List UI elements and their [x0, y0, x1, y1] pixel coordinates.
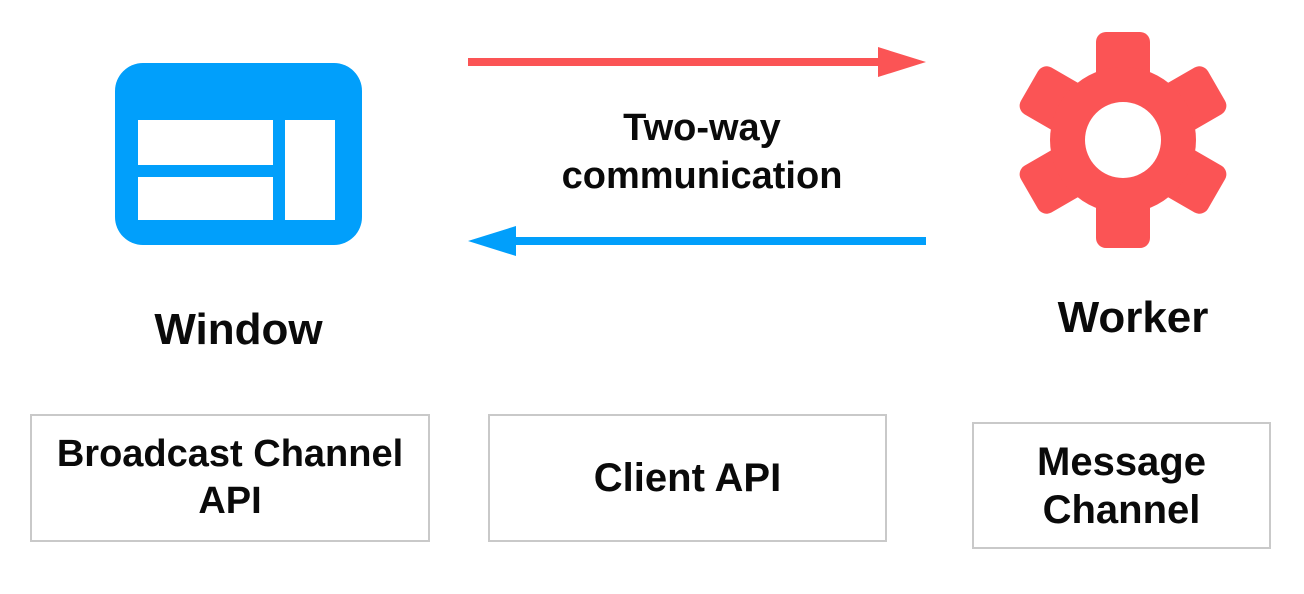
communication-label: Two-way communication: [561, 107, 843, 197]
broadcast-channel-api-box: Broadcast Channel API: [30, 414, 430, 542]
message-channel-label: Message Channel: [1037, 439, 1206, 532]
window-sidebar-block: [285, 120, 335, 220]
client-api-box: Client API: [488, 414, 887, 542]
browser-window-icon: [115, 63, 362, 245]
client-api-label: Client API: [593, 456, 782, 500]
worker-label: Worker: [1057, 293, 1209, 342]
message-channel-box: Message Channel: [972, 422, 1271, 549]
right-arrow-icon: [468, 47, 926, 77]
broadcast-channel-api-label: Broadcast Channel API: [56, 433, 404, 522]
gear-center-hole: [1085, 102, 1161, 178]
window-content-block-top: [138, 120, 273, 165]
window-label: Window: [154, 305, 323, 354]
gear-icon: [1015, 32, 1231, 248]
left-arrow-icon: [468, 226, 926, 256]
window-content-block-bottom: [138, 177, 273, 220]
